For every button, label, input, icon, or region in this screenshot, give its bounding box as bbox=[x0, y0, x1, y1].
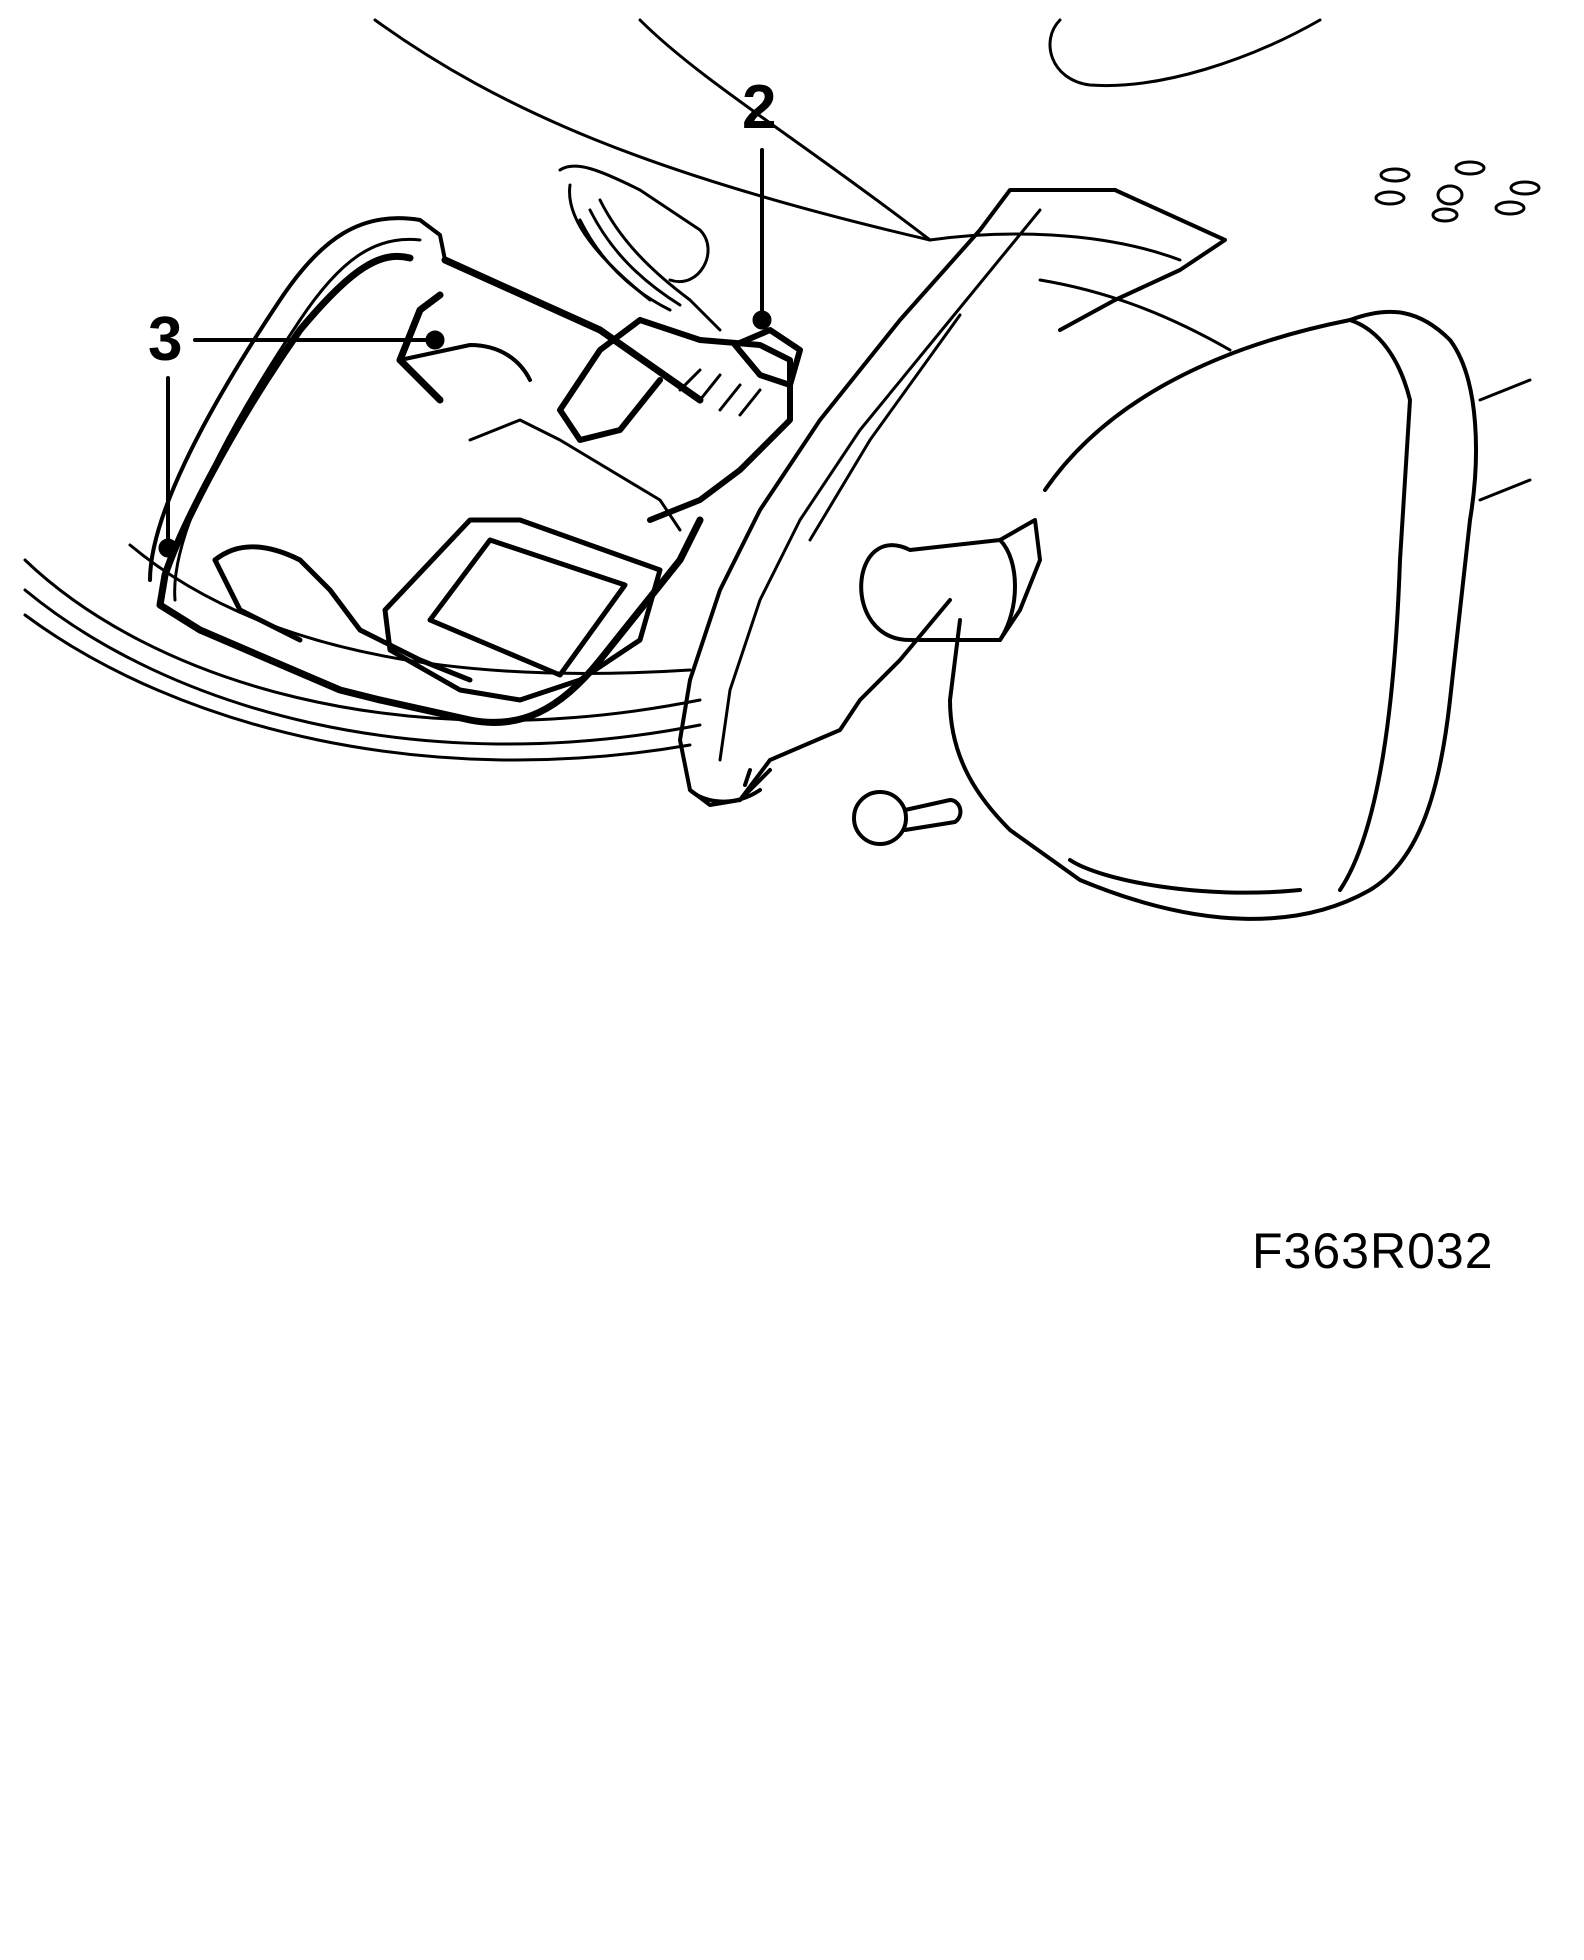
figure-code: F363R032 bbox=[1252, 1223, 1494, 1279]
lamp-lens bbox=[382, 517, 663, 703]
mirror-body bbox=[948, 309, 1478, 921]
callout-3: 3 bbox=[148, 305, 182, 374]
mirror-stem bbox=[859, 518, 1042, 642]
perforation-holes bbox=[1374, 160, 1541, 223]
leader-lines bbox=[158, 148, 772, 558]
mirror-mount bbox=[678, 188, 1227, 807]
trim-strips bbox=[23, 543, 702, 762]
console-frame bbox=[212, 256, 704, 726]
callout-2: 2 bbox=[742, 73, 776, 142]
console-housing bbox=[148, 164, 710, 704]
leader-dot-3a bbox=[425, 330, 445, 350]
leader-dot-3b bbox=[158, 538, 178, 558]
leader-dot-2 bbox=[752, 310, 772, 330]
mirror-button bbox=[852, 790, 963, 846]
wiring-connector bbox=[557, 198, 803, 523]
headliner-outline bbox=[373, 18, 1532, 502]
